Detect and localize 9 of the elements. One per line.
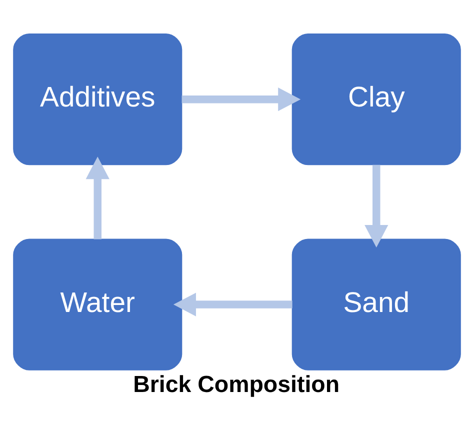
node-box: Additives	[13, 34, 182, 166]
arrow	[86, 156, 110, 240]
node-box: Clay	[292, 34, 461, 166]
arrow	[173, 292, 292, 316]
caption: Brick Composition	[133, 371, 340, 398]
arrow	[364, 164, 388, 248]
arrow	[182, 88, 301, 112]
node-box: Sand	[292, 238, 461, 370]
node-box: Water	[13, 238, 182, 370]
